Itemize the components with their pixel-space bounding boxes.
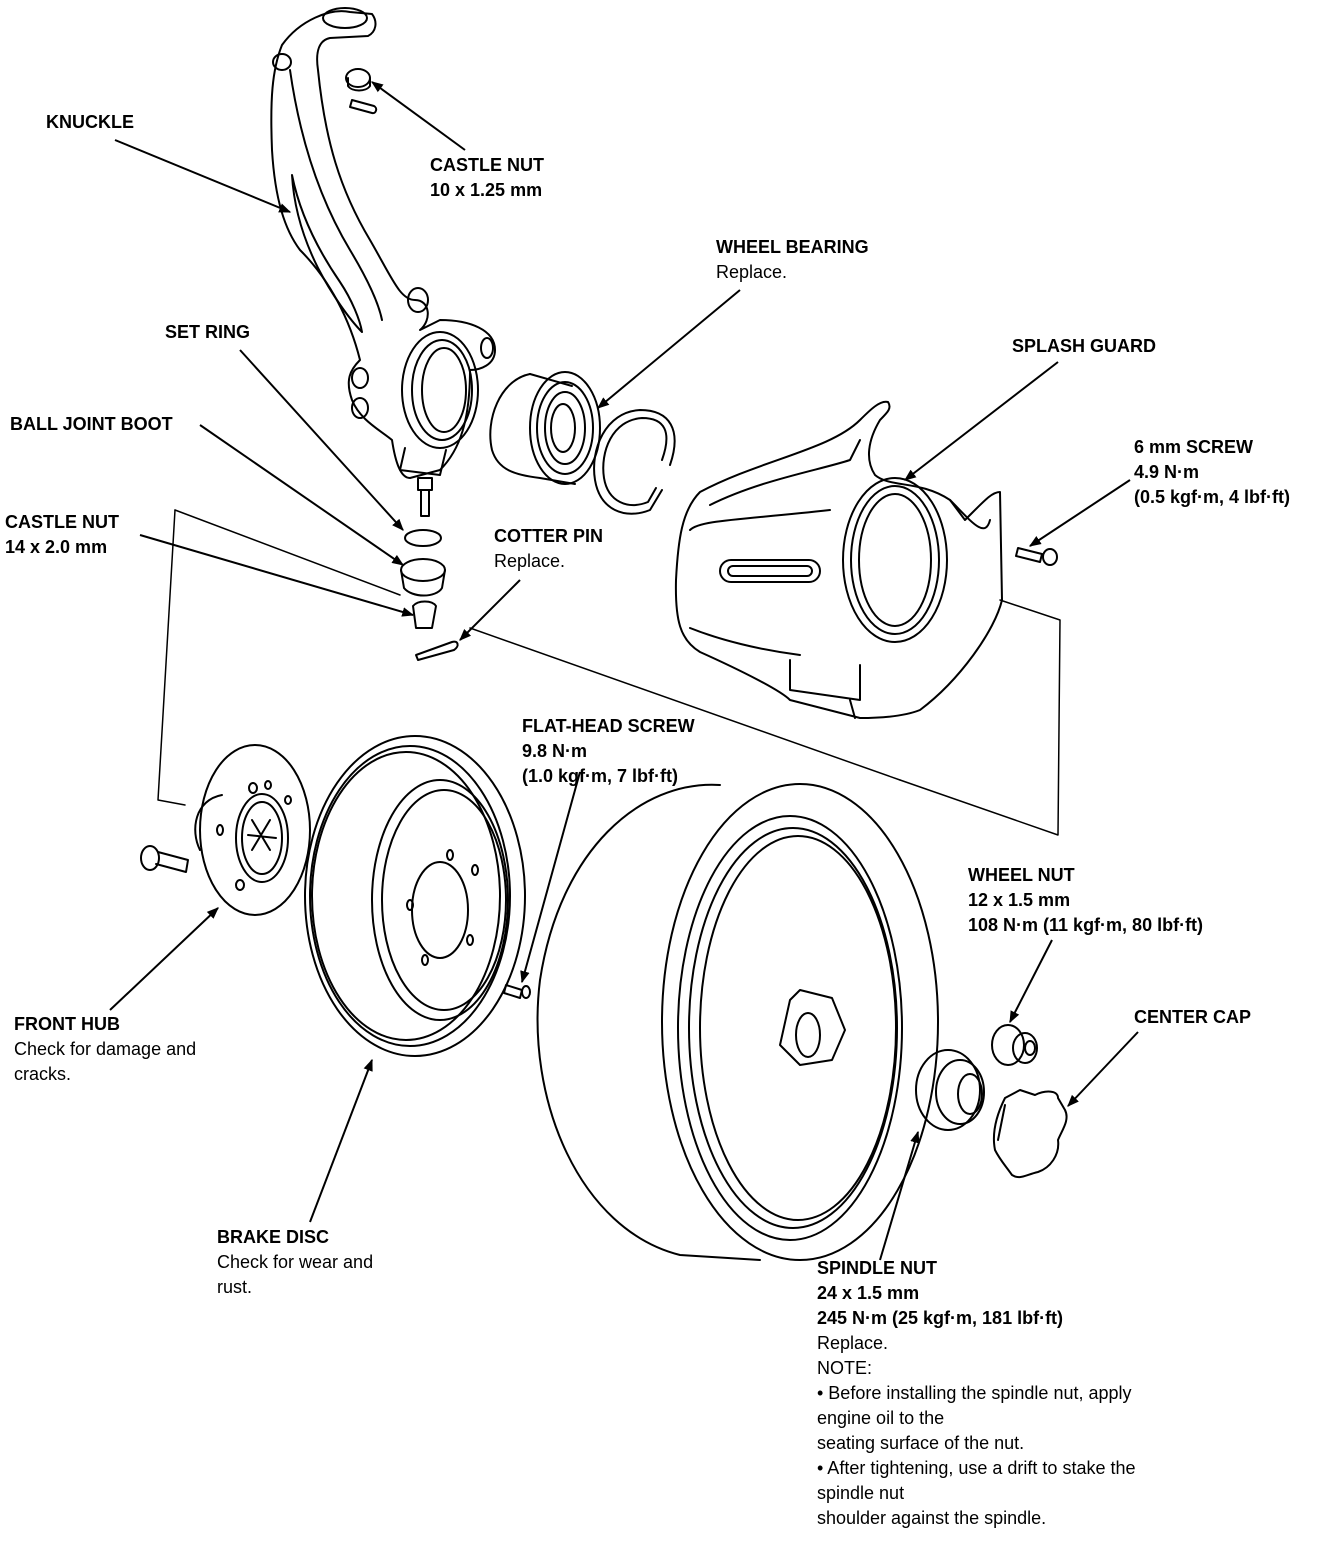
flat-head-screw-title: FLAT-HEAD SCREW xyxy=(522,716,695,736)
set-ring-title: SET RING xyxy=(165,322,251,342)
label-brake-disc: BRAKE DISC Check for wear and rust. xyxy=(217,1225,373,1300)
leader-brake-disc xyxy=(310,1058,372,1222)
front-hub-note-line1: Check for damage and xyxy=(14,1039,197,1059)
label-flat-head-screw: FLAT-HEAD SCREW 9.8 N·m (1.0 kgf·m, 7 lb… xyxy=(522,714,695,789)
wheel-nut-spec: 12 x 1.5 mm xyxy=(968,890,1071,910)
six-mm-screw-title: 6 mm SCREW xyxy=(1134,437,1254,457)
label-splash-guard: SPLASH GUARD xyxy=(1012,334,1156,359)
wheel-nut-part xyxy=(992,1025,1037,1065)
spindle-nut-torque: 245 N·m (25 kgf·m, 181 lbf·ft) xyxy=(817,1308,1064,1328)
splash-guard-title: SPLASH GUARD xyxy=(1012,336,1157,356)
leader-lines xyxy=(110,82,1138,1260)
knuckle-part xyxy=(271,8,495,516)
bullet-2-line-1: • After tightening, use a drift to stake… xyxy=(817,1458,1136,1478)
bullet-2-line-3: shoulder against the spindle. xyxy=(817,1508,1047,1528)
leader-wheel-nut xyxy=(1010,940,1052,1024)
leader-castle-nut-upper xyxy=(371,82,465,150)
wheel-tire-part xyxy=(538,784,938,1260)
splash-guard-part xyxy=(676,402,1002,718)
bullet-1-line-3: seating surface of the nut. xyxy=(817,1433,1025,1453)
assembly-reference-lines xyxy=(158,510,1060,835)
leader-spindle-nut xyxy=(880,1130,920,1260)
flat-head-screw-torque: 9.8 N·m xyxy=(522,741,588,761)
spindle-nut-spec: 24 x 1.5 mm xyxy=(817,1283,920,1303)
leader-wheel-bearing xyxy=(597,290,740,408)
castle-nut-upper-title: CASTLE NUT xyxy=(430,155,544,175)
flat-head-screw-part xyxy=(504,985,530,998)
upper-castle-nut-part xyxy=(346,69,376,113)
label-ball-joint-boot: BALL JOINT BOOT xyxy=(10,412,173,437)
knuckle-title: KNUCKLE xyxy=(46,112,134,132)
brake-disc-part xyxy=(305,736,525,1056)
label-spindle-nut: SPINDLE NUT 24 x 1.5 mm 245 N·m (25 kgf·… xyxy=(817,1256,1136,1531)
bullet-1-line-1: • Before installing the spindle nut, app… xyxy=(817,1383,1132,1403)
front-hub-part xyxy=(195,745,310,915)
spindle-nut-part xyxy=(916,1050,984,1130)
wheel-bearing-note: Replace. xyxy=(716,262,788,282)
wheel-bearing-title: WHEEL BEARING xyxy=(716,237,869,257)
spindle-nut-note: Replace. xyxy=(817,1333,889,1353)
hub-bolt-part xyxy=(141,846,188,872)
ball-joint-boot-title: BALL JOINT BOOT xyxy=(10,414,173,434)
brake-disc-title: BRAKE DISC xyxy=(217,1227,330,1247)
front-hub-note-line2: cracks. xyxy=(14,1064,72,1084)
label-6mm-screw: 6 mm SCREW 4.9 N·m (0.5 kgf·m, 4 lbf·ft) xyxy=(1134,435,1290,510)
brake-disc-note-line1: Check for wear and xyxy=(217,1252,374,1272)
label-set-ring: SET RING xyxy=(165,320,250,345)
leader-splash-guard xyxy=(904,362,1058,480)
wheel-bearing-part xyxy=(490,372,600,484)
front-hub-title: FRONT HUB xyxy=(14,1014,120,1034)
label-wheel-bearing: WHEEL BEARING Replace. xyxy=(716,235,869,285)
label-castle-nut-lower: CASTLE NUT 14 x 2.0 mm xyxy=(5,510,119,560)
cotter-pin-title: COTTER PIN xyxy=(494,526,604,546)
label-front-hub: FRONT HUB Check for damage and cracks. xyxy=(14,1012,196,1087)
label-cotter-pin: COTTER PIN Replace. xyxy=(494,524,603,574)
cotter-pin-note: Replace. xyxy=(494,551,566,571)
wheel-nut-torque: 108 N·m (11 kgf·m, 80 lbf·ft) xyxy=(968,915,1204,935)
leader-flat-head-screw xyxy=(520,772,580,984)
castle-nut-upper-spec: 10 x 1.25 mm xyxy=(430,180,543,200)
leader-front-hub xyxy=(110,907,219,1010)
leader-center-cap xyxy=(1067,1032,1138,1107)
label-wheel-nut: WHEEL NUT 12 x 1.5 mm 108 N·m (11 kgf·m,… xyxy=(968,863,1203,938)
spindle-nut-bullet-1: • Before installing the spindle nut, app… xyxy=(817,1381,1136,1456)
six-mm-screw-part xyxy=(1016,548,1057,565)
label-castle-nut-upper: CASTLE NUT 10 x 1.25 mm xyxy=(430,153,544,203)
castle-nut-lower-spec: 14 x 2.0 mm xyxy=(5,537,108,557)
label-knuckle: KNUCKLE xyxy=(46,110,134,135)
leader-knuckle xyxy=(115,140,292,212)
bullet-2-line-2: spindle nut xyxy=(817,1483,905,1503)
brake-disc-note-line2: rust. xyxy=(217,1277,253,1297)
bullet-1-line-2: engine oil to the xyxy=(817,1408,945,1428)
label-center-cap: CENTER CAP xyxy=(1134,1005,1251,1030)
center-cap-title: CENTER CAP xyxy=(1134,1007,1252,1027)
leader-cotter-pin xyxy=(459,580,520,641)
six-mm-screw-torque: 4.9 N·m xyxy=(1134,462,1200,482)
leader-set-ring xyxy=(240,350,404,531)
wheel-nut-title: WHEEL NUT xyxy=(968,865,1075,885)
center-cap-part xyxy=(994,1090,1067,1177)
leader-castle-nut-lower xyxy=(140,535,415,617)
six-mm-screw-torque-alt: (0.5 kgf·m, 4 lbf·ft) xyxy=(1134,487,1290,507)
snap-ring-part xyxy=(594,410,675,514)
flat-head-screw-torque-alt: (1.0 kgf·m, 7 lbf·ft) xyxy=(522,766,678,786)
spindle-nut-note-heading: NOTE: xyxy=(817,1358,873,1378)
castle-nut-lower-title: CASTLE NUT xyxy=(5,512,119,532)
spindle-nut-title: SPINDLE NUT xyxy=(817,1258,938,1278)
leader-6mm-screw xyxy=(1028,480,1130,546)
leader-ball-joint-boot xyxy=(200,425,404,565)
spindle-nut-bullet-2: • After tightening, use a drift to stake… xyxy=(817,1456,1136,1531)
ball-joint-stack-part xyxy=(401,530,458,660)
